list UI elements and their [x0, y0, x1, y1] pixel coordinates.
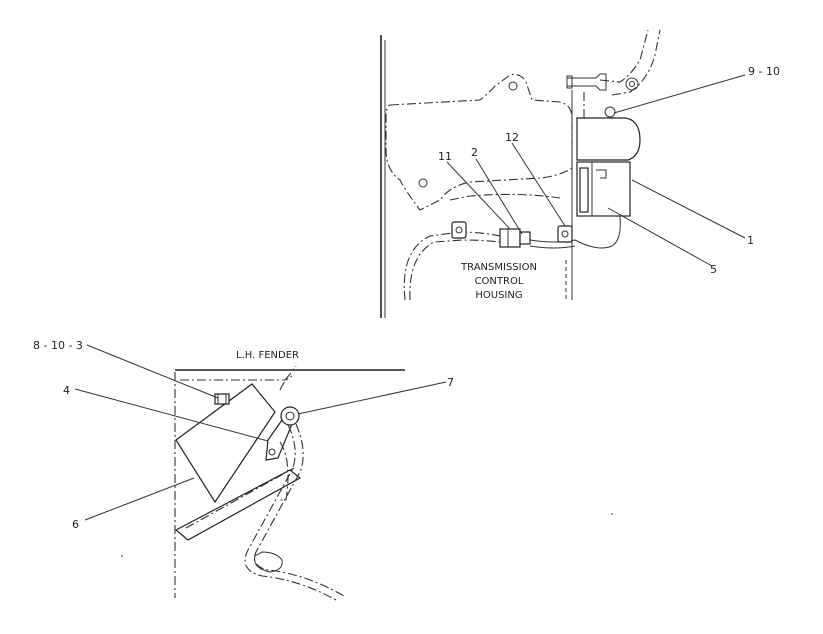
bottom-harness [244, 424, 337, 601]
callout-11: 11 [438, 150, 452, 163]
callout-9-10: 9 - 10 [748, 65, 780, 78]
callout-6: 6 [72, 518, 79, 531]
callout-12: 12 [505, 131, 519, 144]
callout-1: 1 [747, 234, 754, 247]
caption-line-2: CONTROL [475, 276, 524, 287]
callout-2: 2 [471, 146, 478, 159]
caption-line-3: HOUSING [475, 290, 522, 301]
top-view-leaders [446, 74, 746, 267]
callout-8-10-3: 8 - 10 - 3 [33, 339, 83, 352]
fender-label: L.H. FENDER [236, 350, 299, 361]
housing-caption: TRANSMISSION CONTROL HOUSING [460, 262, 537, 301]
switch-assembly [576, 117, 641, 161]
top-view-illustration [380, 29, 661, 318]
transmission-housing-outline [385, 73, 573, 211]
callout-7: 7 [447, 376, 454, 389]
callout-5: 5 [710, 263, 717, 276]
bottom-view-illustration [121, 365, 613, 601]
caption-line-1: TRANSMISSION [460, 262, 537, 273]
mounting-bracket [174, 469, 302, 541]
bottom-view-leaders [74, 344, 447, 521]
callout-4: 4 [63, 384, 70, 397]
wiring-harness [403, 231, 501, 301]
